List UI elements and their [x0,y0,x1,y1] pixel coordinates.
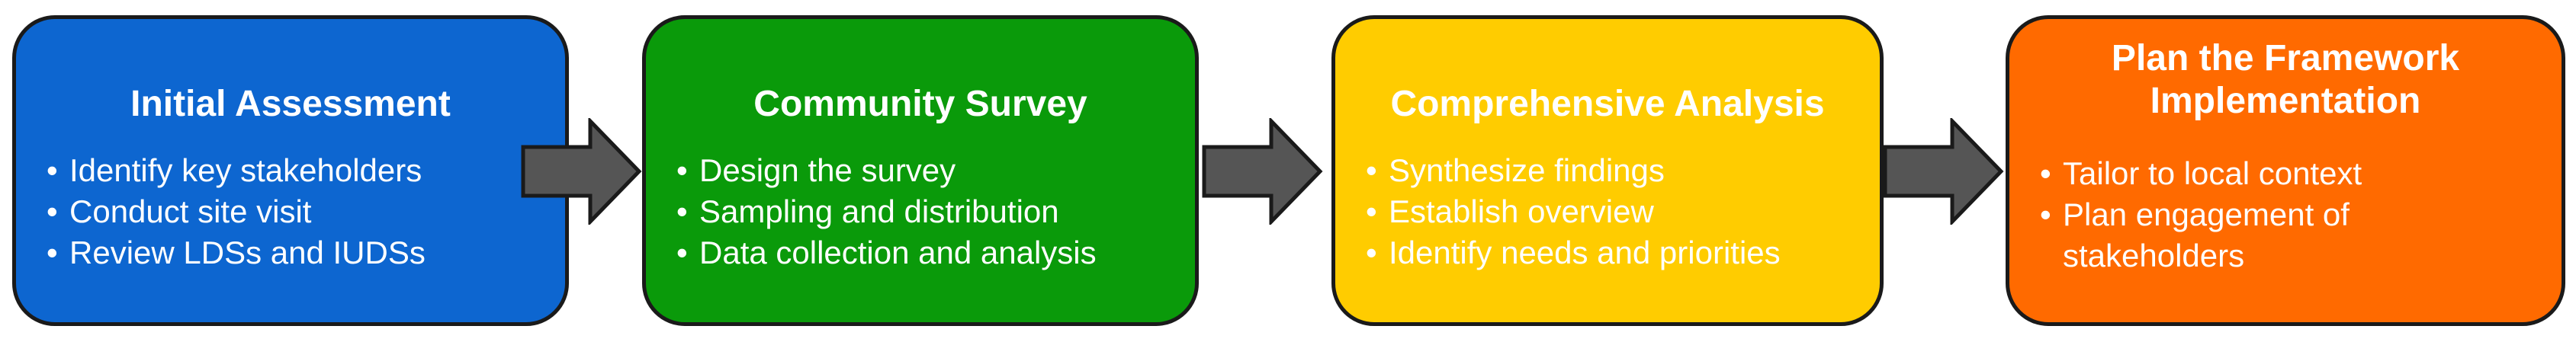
step-title: Initial Assessment [130,84,451,124]
list-item: •Conduct site visit [47,191,535,232]
bullet-icon: • [2040,155,2051,191]
arrow-right-icon [1202,118,1323,225]
list-item: •Identify needs and priorities [1366,232,1849,273]
list-item: •Design the survey [676,150,1164,191]
arrow-right-icon [521,118,642,225]
step-community-survey: Community Survey •Design the survey •Sam… [642,15,1199,326]
bullet-icon: • [47,193,58,229]
list-item: •Review LDSs and IUDSs [47,232,535,273]
bullet-icon: • [47,152,58,188]
bullet-icon: • [2040,197,2051,232]
step-items: •Design the survey •Sampling and distrib… [676,150,1164,273]
bullet-icon: • [676,193,688,229]
list-item: •Tailor to local context [2040,153,2531,194]
list-item: •Plan engagement of stakeholders [2040,194,2531,276]
bullet-icon: • [1366,193,1377,229]
list-item: •Synthesize findings [1366,150,1849,191]
step-initial-assessment: Initial Assessment •Identify key stakeho… [12,15,569,326]
step-title: Comprehensive Analysis [1390,84,1825,124]
bullet-icon: • [1366,235,1377,270]
step-items: •Identify key stakeholders •Conduct site… [47,150,535,273]
step-items: •Synthesize findings •Establish overview… [1366,150,1849,273]
step-title: Community Survey [753,84,1087,124]
list-item: •Sampling and distribution [676,191,1164,232]
step-items: •Tailor to local context •Plan engagemen… [2040,153,2531,276]
bullet-icon: • [676,152,688,188]
step-title: Plan the Framework Implementation [2111,38,2460,121]
bullet-icon: • [47,235,58,270]
arrow-right-icon [1883,118,2004,225]
step-comprehensive-analysis: Comprehensive Analysis •Synthesize findi… [1331,15,1884,326]
bullet-icon: • [1366,152,1377,188]
list-item: •Data collection and analysis [676,232,1164,273]
list-item: •Establish overview [1366,191,1849,232]
bullet-icon: • [676,235,688,270]
list-item: •Identify key stakeholders [47,150,535,191]
step-plan-framework-implementation: Plan the Framework Implementation •Tailo… [2006,15,2565,326]
